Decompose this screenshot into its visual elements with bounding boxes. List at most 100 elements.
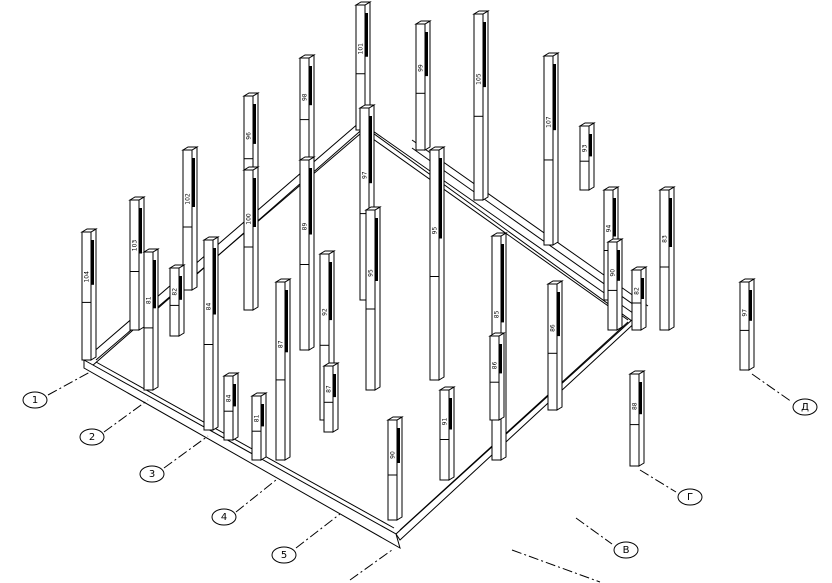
post-label: 95 xyxy=(368,269,375,277)
post-top xyxy=(606,238,624,243)
post-label: 82 xyxy=(634,287,641,295)
post-top xyxy=(628,370,646,375)
post-shadow xyxy=(425,32,428,77)
post-face xyxy=(543,55,554,246)
post: 99 xyxy=(414,20,432,151)
post-label: 86 xyxy=(550,324,557,332)
frame-inner-line-2 xyxy=(365,133,629,321)
frame-inner-line-4 xyxy=(95,361,395,529)
post-face xyxy=(473,13,484,201)
post-shadow xyxy=(589,134,592,157)
post-label: 101 xyxy=(358,43,365,55)
axis-bubble xyxy=(677,488,703,506)
post-top xyxy=(542,52,560,57)
post-shadow xyxy=(91,240,94,285)
post: 82 xyxy=(630,266,648,331)
axis-marker-letter: Д xyxy=(751,373,818,416)
axis-label: 2 xyxy=(89,432,95,443)
post-face xyxy=(415,23,426,151)
post-label: 89 xyxy=(302,223,309,231)
post-top xyxy=(488,332,506,337)
post-shadow xyxy=(261,404,264,427)
post-shadow xyxy=(253,178,256,227)
axis-label: 3 xyxy=(149,469,155,480)
post-side xyxy=(332,362,339,433)
axis-marker-letter: Г xyxy=(639,469,703,506)
axis-leader-line xyxy=(163,435,209,469)
post: 105 xyxy=(472,10,490,201)
post-shadow xyxy=(499,344,502,374)
post-face xyxy=(489,335,500,421)
post-face xyxy=(429,149,440,381)
post-label: 102 xyxy=(185,193,192,205)
post-side xyxy=(588,122,595,191)
post: 84 xyxy=(202,236,220,431)
post-label: 84 xyxy=(206,303,213,311)
post-shadow xyxy=(553,64,556,131)
post-face xyxy=(243,169,254,311)
post: 90 xyxy=(386,416,404,521)
axis-leader-line xyxy=(47,371,91,396)
post-shadow xyxy=(669,198,672,247)
post-face xyxy=(439,389,450,481)
post-face xyxy=(323,365,334,433)
post-label: 82 xyxy=(172,288,179,296)
axis-leader-line xyxy=(103,399,149,433)
post: 90 xyxy=(606,238,624,331)
post: 102 xyxy=(181,146,199,291)
post-shadow xyxy=(233,384,236,407)
axis-leader-line xyxy=(235,479,277,513)
post-label: 97 xyxy=(742,309,749,317)
post: 87 xyxy=(322,362,340,433)
post-label: 105 xyxy=(476,73,483,85)
post-shadow xyxy=(285,290,288,353)
post-label: 93 xyxy=(582,144,589,152)
axis-bubble xyxy=(139,465,165,483)
axis-bubble xyxy=(613,541,639,559)
post-top xyxy=(242,166,260,171)
post: 107 xyxy=(542,52,560,246)
posts-group: 1019910510793949896102103104979585868910… xyxy=(80,1,756,521)
axis-leader-line xyxy=(295,513,341,549)
post-top xyxy=(630,266,648,271)
post-top xyxy=(298,54,316,59)
post-label: 90 xyxy=(390,451,397,459)
post-face xyxy=(607,241,618,331)
post-label: 90 xyxy=(610,269,617,277)
axis-marker-numeric: 2 xyxy=(79,399,149,446)
post-shadow xyxy=(641,278,644,299)
post-shadow xyxy=(365,13,368,57)
post-top xyxy=(490,232,508,237)
post-face xyxy=(631,269,642,331)
post-face xyxy=(579,125,590,191)
post-top xyxy=(222,372,240,377)
post-shadow xyxy=(153,260,156,309)
post-top xyxy=(142,248,160,253)
axis-leader-line xyxy=(511,549,601,583)
post-shadow xyxy=(309,66,312,106)
post-side xyxy=(178,264,185,337)
post: 104 xyxy=(80,228,98,361)
post-shadow xyxy=(179,276,182,300)
post-side xyxy=(232,372,239,441)
post-face xyxy=(739,281,750,371)
post-label: 83 xyxy=(662,235,669,243)
post-top xyxy=(242,92,260,97)
post-face xyxy=(203,239,214,431)
post-top xyxy=(181,146,199,151)
post: 98 xyxy=(298,54,316,171)
post-top xyxy=(414,20,432,25)
post: 81 xyxy=(142,248,160,391)
post-face xyxy=(251,395,262,461)
post-face xyxy=(387,419,398,521)
post-top xyxy=(364,206,382,211)
post-top xyxy=(428,146,446,151)
post-side xyxy=(260,392,267,461)
post-top xyxy=(602,186,620,191)
post: 95 xyxy=(364,206,382,391)
post-top xyxy=(472,10,490,15)
axis-bubble xyxy=(271,546,297,564)
post-shadow xyxy=(309,168,312,235)
